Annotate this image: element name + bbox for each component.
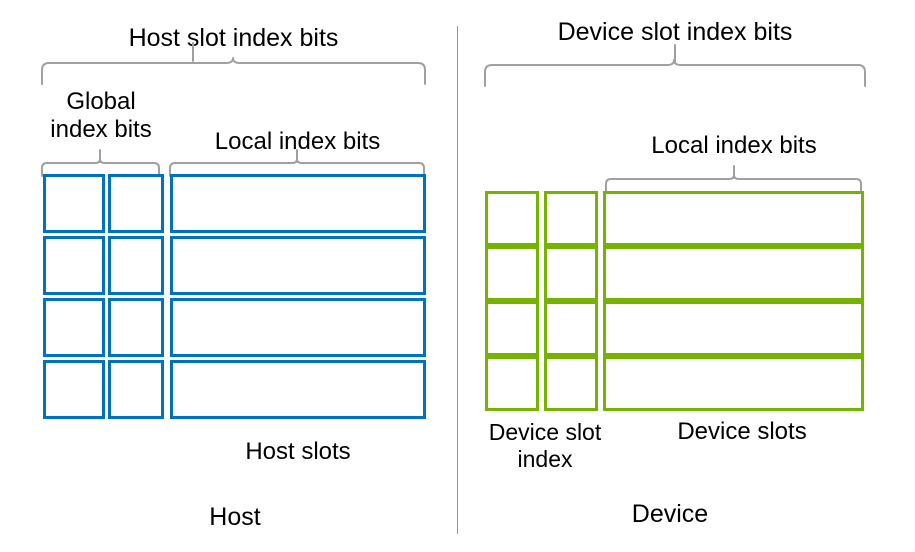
device-slots-label: Device slots [677,418,807,445]
host-global-bit-cell [108,360,164,419]
host-global-bit-cell [108,174,164,233]
host-slot-cell [170,236,426,295]
host-slot-cell [170,174,426,233]
host-global-bit-cell [43,298,105,357]
device-slot-index-cell [485,191,539,246]
host-top-brace [41,57,426,85]
device-slot-index-cell [544,246,598,301]
device-side-label: Device [631,500,709,528]
device-slot-index-cell [544,356,598,411]
host-global-bit-cell [43,236,105,295]
host-global-bit-cell [43,174,105,233]
host-side-label: Host [209,503,261,531]
device-slot-index-cell [544,301,598,356]
device-slot-cell [603,301,864,356]
host-top-brace-stem [192,42,194,62]
host-local-bits-brace-stem [296,149,298,163]
device-slot-cell [603,356,864,411]
device-slot-cell [603,246,864,301]
host-global-bit-cell [108,298,164,357]
device-slot-cell [603,191,864,246]
host-global-bits-brace-stem [99,149,101,163]
host-global-index-bits-label: Global index bits [50,88,152,144]
device-slot-index-label: Device slot index [488,419,602,473]
host-slot-index-bits-label: Host slot index bits [128,24,339,52]
host-global-bit-cell [108,236,164,295]
device-local-bits-brace-stem [733,165,735,179]
host-slot-cell [170,360,426,419]
host-device-divider [457,26,458,534]
host-slots-label: Host slots [245,438,351,465]
host-slot-cell [170,298,426,357]
host-global-bit-cell [43,360,105,419]
device-top-brace-stem [674,44,676,64]
device-local-index-bits-label: Local index bits [651,132,817,159]
device-slot-index-cell [485,356,539,411]
device-slot-index-bits-label: Device slot index bits [557,18,793,46]
device-slot-index-cell [485,246,539,301]
host-local-index-bits-label: Local index bits [214,128,381,155]
device-slot-index-cell [544,191,598,246]
device-slot-index-cell [485,301,539,356]
device-top-brace [484,59,866,87]
